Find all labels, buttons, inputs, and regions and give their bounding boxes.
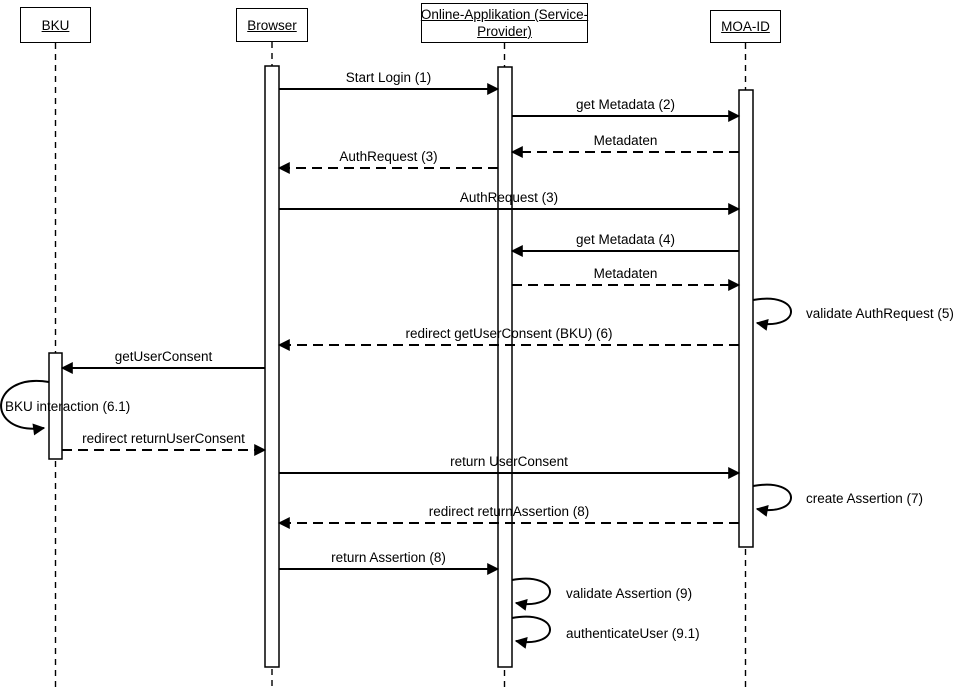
self-message-loop-4-sp [511, 615, 551, 649]
self-message-loop-0-moa [752, 297, 792, 331]
message-label-9: redirect returnUserConsent [82, 431, 245, 446]
participant-label-bku-line-0: BKU [41, 17, 70, 33]
self-message-label-2: create Assertion (7) [806, 491, 923, 506]
self-message-label-4: authenticateUser (9.1) [566, 626, 700, 641]
message-label-0: Start Login (1) [346, 70, 432, 85]
message-label-3: AuthRequest (3) [339, 149, 437, 164]
participant-label-browser-line-0: Browser [247, 17, 297, 33]
message-label-8: getUserConsent [115, 349, 213, 364]
participant-label-moa-line-0: MOA-ID [721, 19, 770, 34]
self-message-loop-1-bku [0, 379, 50, 436]
self-message-label-0: validate AuthRequest (5) [806, 306, 954, 321]
participant-box-bku: BKU [20, 7, 91, 43]
activation-bar-moa [738, 89, 754, 548]
message-label-10: return UserConsent [450, 454, 568, 469]
activation-bar-browser [264, 65, 280, 668]
message-label-1: get Metadata (2) [576, 97, 675, 112]
participant-label-sp-line-1: Provider) [477, 24, 532, 39]
participant-box-sp: Online-Applikation (Service- Provider) [421, 3, 588, 43]
activation-bar-bku [48, 352, 63, 460]
self-message-label-3: validate Assertion (9) [566, 586, 692, 601]
self-message-label-1: BKU interaction (6.1) [5, 399, 130, 414]
message-label-4: AuthRequest (3) [460, 190, 558, 205]
participant-box-moa: MOA-ID [710, 10, 781, 43]
self-message-loop-2-moa [752, 483, 792, 517]
message-label-5: get Metadata (4) [576, 232, 675, 247]
message-label-12: return Assertion (8) [331, 550, 446, 565]
self-message-loop-3-sp [511, 577, 551, 611]
message-label-6: Metadaten [594, 266, 658, 281]
activation-bar-sp [497, 66, 513, 668]
participant-box-browser: Browser [236, 8, 308, 42]
message-label-2: Metadaten [594, 133, 658, 148]
message-label-11: redirect returnAssertion (8) [429, 504, 590, 519]
participant-label-sp-line-0: Online-Applikation (Service- [420, 7, 589, 22]
message-label-7: redirect getUserConsent (BKU) (6) [405, 326, 612, 341]
